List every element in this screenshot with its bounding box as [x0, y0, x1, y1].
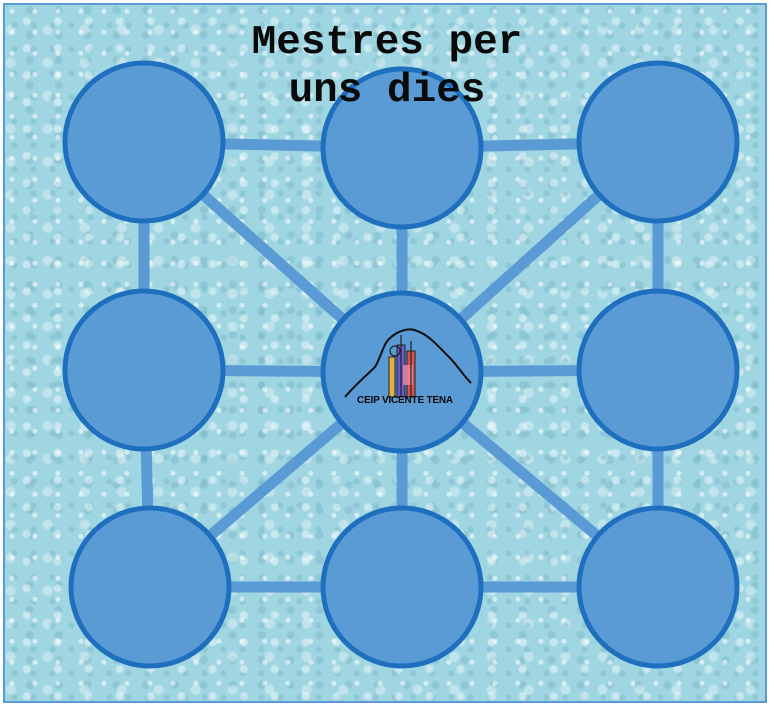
node-middle-left	[62, 288, 226, 452]
logo-caption: CEIP VICENTE TENA	[357, 395, 453, 406]
node-top-left	[62, 60, 226, 224]
diagram-canvas: CEIP VICENTE TENA Mestres per uns dies	[3, 3, 767, 703]
node-bottom-center	[320, 505, 484, 669]
school-logo	[344, 328, 472, 398]
node-top-center	[320, 66, 484, 230]
node-bottom-left	[68, 505, 232, 669]
node-middle-right	[576, 288, 740, 452]
network-diagram	[62, 60, 740, 669]
node-top-right	[576, 60, 740, 224]
node-bottom-right	[576, 505, 740, 669]
